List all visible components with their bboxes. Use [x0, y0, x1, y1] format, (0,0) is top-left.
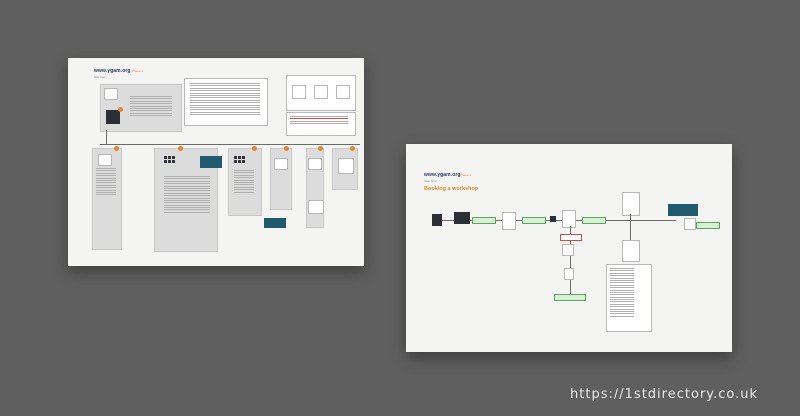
column-3-icons: [234, 156, 245, 163]
column-2-lines: [164, 176, 210, 214]
column-2-marker: [178, 146, 183, 151]
column-1-lines: [96, 168, 116, 197]
form-field-lines: [610, 268, 634, 318]
key-icon-2: [314, 85, 328, 99]
flow-step-green-4: [554, 294, 586, 301]
column-3-lines: [234, 170, 254, 194]
confirmation-screen: [684, 218, 696, 230]
flow-screen-1: [502, 212, 516, 230]
notes-lines: [190, 83, 260, 116]
flow-step-green-1: [472, 217, 496, 224]
key-icon-1: [292, 85, 306, 99]
userflow-sheet: www.ygam.org User flow Phase 1 Booking a…: [406, 144, 732, 352]
column-4-screen: [274, 158, 288, 170]
column-1-marker: [114, 146, 119, 151]
homepage-thumb: [104, 88, 118, 100]
flow-step-green-5: [696, 222, 720, 229]
column-4-callout: [264, 218, 286, 228]
column-5-screen: [308, 158, 322, 170]
details-form-screen: [622, 240, 640, 262]
confirmation-callout: [668, 204, 698, 216]
flow-screen-3: [562, 244, 574, 256]
userflow-subtitle: User flow: [424, 179, 437, 183]
flow-screen-4: [564, 268, 574, 280]
flow-screen-2: [562, 210, 576, 228]
homepage-connector: [106, 130, 107, 144]
watermark-url: https://1stdirectory.co.uk: [570, 387, 758, 402]
user-avatar-icon: [432, 214, 442, 226]
homepage-screen-icon: [106, 110, 120, 124]
homepage-marker: [118, 107, 123, 112]
flow-step-green-2: [522, 217, 546, 224]
flow-step-green-3: [582, 217, 606, 224]
booking-form-screen: [622, 192, 640, 216]
userflow-phase-tag: Phase 1: [460, 173, 472, 177]
form-fields-panel: [606, 264, 652, 332]
branch-line: [570, 226, 571, 296]
sitemap-phase-tag: Phase 1: [132, 69, 144, 73]
column-5-image: [308, 200, 324, 214]
key-icon-3: [336, 85, 350, 99]
column-6-screen: [338, 158, 354, 174]
homepage-icon: [454, 212, 470, 224]
sitemap-sheet: www.ygam.org Site map Phase 1: [68, 58, 364, 266]
homepage-notes: [130, 96, 172, 118]
sitemap-subtitle: Site map: [94, 75, 106, 79]
column-6-marker: [350, 146, 355, 151]
calendar-icon: [550, 216, 556, 222]
sitemap-connector: [100, 144, 360, 145]
main-flow-line: [436, 220, 676, 221]
column-5-marker: [318, 146, 323, 151]
flow-title: Booking a workshop: [424, 186, 479, 192]
legend-lines: [290, 116, 348, 126]
sitemap-site-title: www.ygam.org: [94, 68, 131, 74]
column-1-screen: [98, 154, 112, 166]
column-4-marker: [284, 146, 289, 151]
column-2-callout: [200, 156, 222, 168]
column-1: [92, 148, 122, 250]
userflow-site-title: www.ygam.org: [424, 172, 461, 178]
form-branch-line: [630, 214, 631, 240]
flow-error-step: [560, 234, 582, 241]
column-2-icons: [164, 156, 175, 163]
column-3-marker: [252, 146, 257, 151]
